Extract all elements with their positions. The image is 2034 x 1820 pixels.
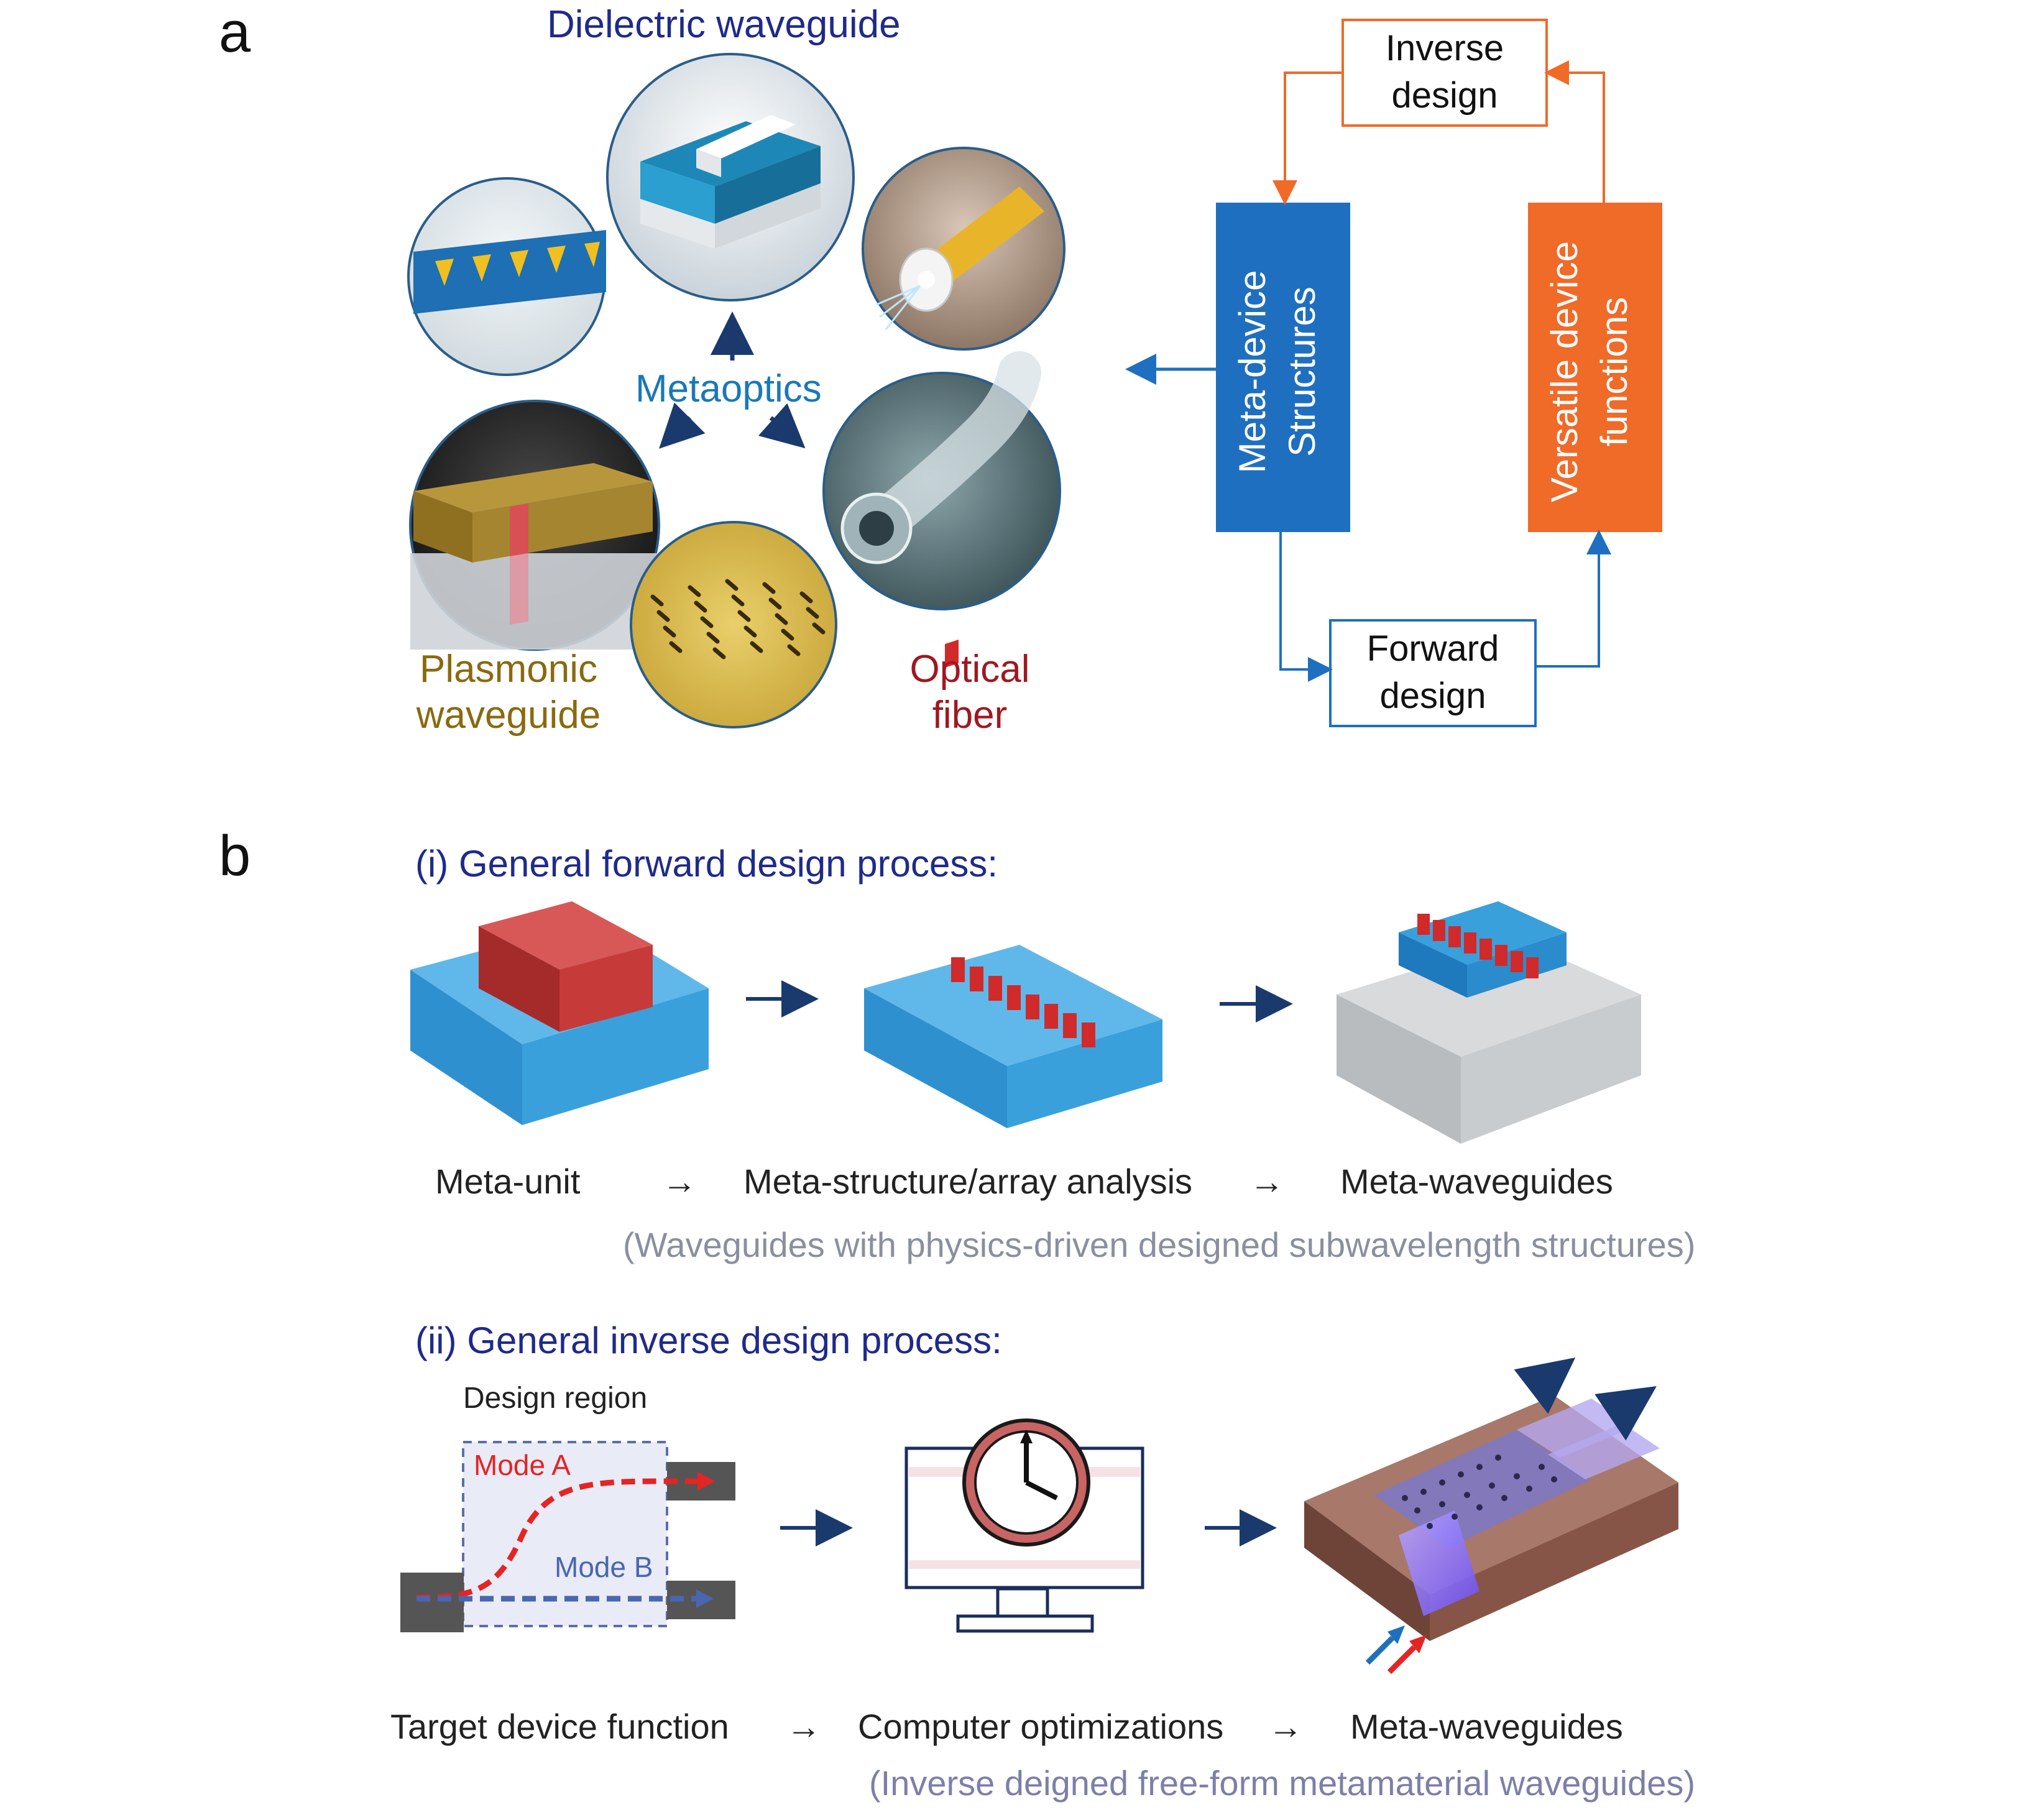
- functions-line2: functions: [1593, 296, 1635, 447]
- metaoptics-label: Metaoptics: [635, 367, 822, 410]
- inverse-step-meta-waveguides: Meta-waveguides: [1350, 1707, 1623, 1746]
- plasmonic-label-line1: Plasmonic: [420, 648, 597, 691]
- optical-label-line1: Optical: [909, 648, 1030, 691]
- plasmonic-label-line2: waveguide: [416, 694, 601, 737]
- forward-step-meta-unit: Meta-unit: [435, 1162, 581, 1201]
- functions-line1: Versatile device: [1544, 241, 1585, 503]
- inverse-process-note: (Inverse deigned free-form metamaterial …: [869, 1763, 1696, 1803]
- mode-b-label: Mode B: [555, 1551, 653, 1583]
- mode-a-label: Mode A: [474, 1449, 571, 1481]
- structures-line2: Structures: [1281, 287, 1323, 457]
- forward-design-line2: design: [1379, 676, 1486, 716]
- inverse-step-arrow-1: →: [786, 1707, 821, 1746]
- forward-process-title: (i) General forward design process:: [415, 843, 998, 885]
- inverse-step-arrow-2: →: [1268, 1707, 1303, 1746]
- panel-b-letter: b: [219, 824, 251, 888]
- flow-chart: [1125, 19, 1662, 727]
- meta-array-illustration: [864, 639, 1162, 1128]
- meta-waveguide-illustration: [1337, 901, 1641, 1144]
- plasmonic-waveguide-label: Plasmonic waveguide: [415, 646, 602, 738]
- meta-device-structures-box: Meta-device Structures: [1228, 207, 1337, 536]
- inverse-step-target-function: Target device function: [390, 1707, 729, 1746]
- metaoptics-arrows: [659, 311, 806, 449]
- metasurface-illustration: [630, 521, 837, 728]
- computer-monitor-icon: [904, 1418, 1144, 1633]
- inverse-process-title: (ii) General inverse design process:: [415, 1320, 1002, 1361]
- forward-step-array-analysis: Meta-structure/array analysis: [743, 1162, 1193, 1201]
- optical-fiber-label: Optical fiber: [895, 646, 1044, 738]
- panel-a-letter: a: [219, 1, 251, 64]
- design-region-label: Design region: [463, 1382, 648, 1415]
- dielectric-waveguide-label: Dielectric waveguide: [547, 3, 901, 46]
- forward-step-meta-waveguides: Meta-waveguides: [1340, 1162, 1613, 1201]
- inverse-design-line2: design: [1391, 75, 1498, 116]
- forward-step-arrow-2: →: [1249, 1162, 1284, 1201]
- dielectric-waveguide-illustration: [606, 53, 855, 301]
- versatile-device-functions-box: Versatile device functions: [1540, 207, 1649, 536]
- zigzag-waveguide-illustration: [407, 177, 606, 376]
- design-region-diagram: [400, 1441, 735, 1632]
- forward-step-arrow-1: →: [662, 1162, 697, 1201]
- forward-design-line1: Forward: [1366, 628, 1499, 669]
- bent-fiber-illustration: [822, 351, 1061, 610]
- inverse-designed-device-illustration: [1304, 1358, 1678, 1675]
- forward-process-arrows: [746, 980, 1293, 1023]
- optical-label-line2: fiber: [932, 694, 1008, 737]
- clock-icon: [962, 1418, 1090, 1547]
- fiber-tip-illustration: [862, 147, 1065, 351]
- structures-line1: Meta-device: [1231, 270, 1273, 474]
- inverse-design-line1: Inverse: [1385, 28, 1504, 68]
- forward-design-box: Forward design: [1330, 625, 1535, 720]
- inverse-step-computer-optimizations: Computer optimizations: [858, 1707, 1224, 1746]
- plasmonic-waveguide-illustration: [409, 400, 660, 651]
- inverse-design-box: Inverse design: [1343, 25, 1547, 119]
- meta-unit-illustration: [410, 901, 709, 1125]
- forward-process-note: (Waveguides with physics-driven designed…: [623, 1225, 1696, 1264]
